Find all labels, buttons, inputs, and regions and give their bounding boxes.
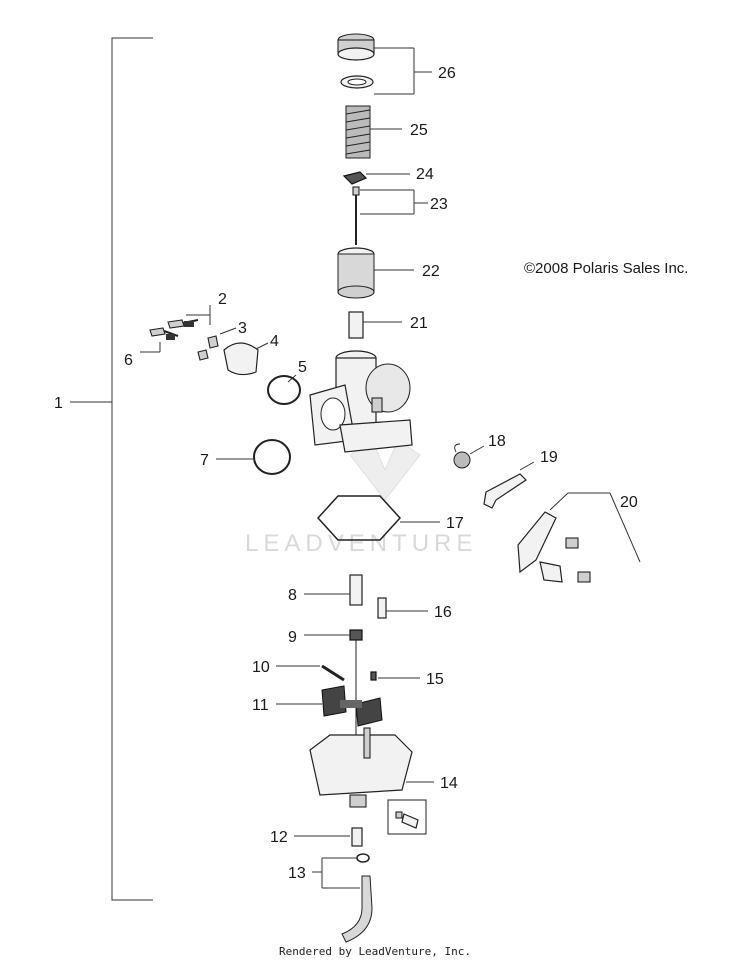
callout-13: 13 bbox=[288, 865, 306, 882]
callout-15: 15 bbox=[426, 671, 444, 688]
part-5-oring bbox=[267, 375, 301, 405]
part-24-clip bbox=[342, 171, 368, 185]
part-26-cap bbox=[337, 33, 375, 89]
part-21-jet bbox=[348, 311, 364, 339]
watermark: LEADVENTURE bbox=[245, 439, 477, 557]
carburetor-body bbox=[309, 350, 413, 453]
part-2-screw bbox=[167, 319, 199, 329]
part-14-drain bbox=[387, 799, 427, 835]
part-15-screw bbox=[370, 671, 377, 681]
callout-9: 9 bbox=[288, 629, 297, 646]
part-8-jet bbox=[349, 574, 363, 606]
leader-lines bbox=[140, 47, 641, 889]
part-19-lever bbox=[483, 473, 527, 509]
part-25-spring bbox=[345, 105, 371, 159]
copyright-text: ©2008 Polaris Sales Inc. bbox=[524, 260, 689, 277]
part-6-screw bbox=[149, 327, 179, 340]
callout-1: 1 bbox=[54, 395, 63, 412]
part-23-needle bbox=[352, 186, 360, 245]
part-4-cover bbox=[223, 342, 259, 376]
callout-23: 23 bbox=[430, 196, 448, 213]
callout-21: 21 bbox=[410, 315, 428, 332]
callout-14: 14 bbox=[440, 775, 458, 792]
callout-4: 4 bbox=[270, 333, 279, 350]
part-18-spring bbox=[453, 443, 471, 469]
callout-19: 19 bbox=[540, 449, 558, 466]
part-10-pin bbox=[321, 664, 345, 682]
callout-8: 8 bbox=[288, 587, 297, 604]
callout-10: 10 bbox=[252, 659, 270, 676]
callout-24: 24 bbox=[416, 166, 434, 183]
part-9-main-jet bbox=[349, 629, 363, 641]
part-20-bracket bbox=[517, 511, 591, 583]
part-3b-plug bbox=[197, 349, 209, 361]
callout-20: 20 bbox=[620, 494, 638, 511]
callout-labels: 1 2 3 4 5 6 7 8 9 10 11 12 13 14 15 16 1… bbox=[54, 65, 638, 882]
callout-22: 22 bbox=[422, 263, 440, 280]
part-16-pilot-jet bbox=[377, 597, 387, 619]
callout-26: 26 bbox=[438, 65, 456, 82]
assembly-bracket bbox=[111, 37, 153, 901]
callout-16: 16 bbox=[434, 604, 452, 621]
watermark-text: LEADVENTURE bbox=[245, 530, 477, 557]
part-13-hose bbox=[341, 853, 373, 943]
callout-11: 11 bbox=[252, 697, 269, 714]
callout-7: 7 bbox=[200, 452, 209, 469]
callout-2: 2 bbox=[218, 291, 227, 308]
part-11-float bbox=[321, 685, 383, 727]
part-7-oring bbox=[253, 439, 291, 475]
callout-18: 18 bbox=[488, 433, 506, 450]
callout-25: 25 bbox=[410, 122, 428, 139]
callout-6: 6 bbox=[124, 352, 133, 369]
callout-5: 5 bbox=[298, 359, 307, 376]
part-12-fitting bbox=[351, 827, 363, 847]
footer-text: Rendered by LeadVenture, Inc. bbox=[278, 945, 472, 958]
part-17-gasket bbox=[316, 495, 402, 541]
callout-17: 17 bbox=[446, 515, 464, 532]
callout-3: 3 bbox=[238, 320, 247, 337]
float-bowl bbox=[309, 727, 413, 808]
callout-12: 12 bbox=[270, 829, 288, 846]
part-3-plug bbox=[207, 335, 219, 349]
part-22-slide bbox=[337, 247, 375, 299]
